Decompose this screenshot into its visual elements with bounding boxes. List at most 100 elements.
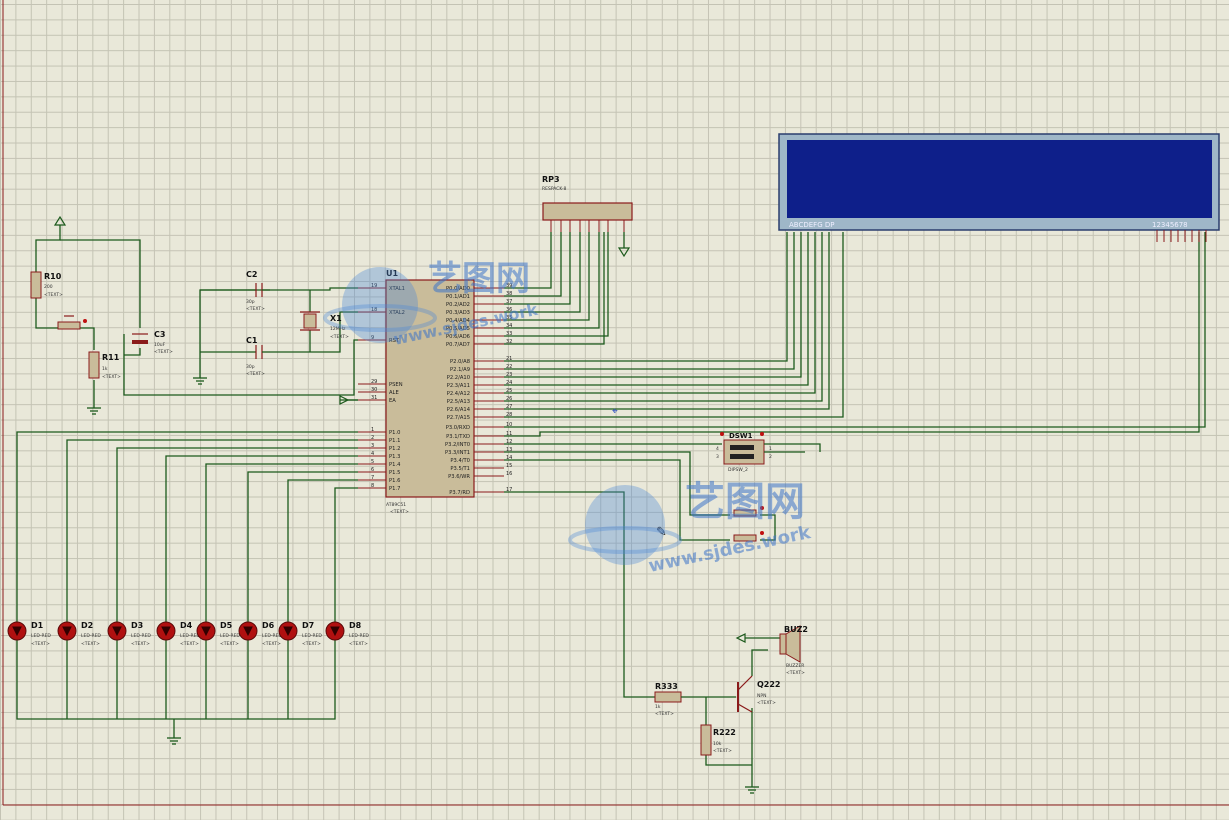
x1-ref: X1	[330, 314, 342, 323]
u1-pin-num: 22	[506, 364, 512, 370]
r222-text: <TEXT>	[713, 748, 732, 754]
rp3-ref: RP3	[542, 175, 560, 184]
led-text: <TEXT>	[31, 641, 50, 647]
u1-pin-label: P3.6/WR	[448, 474, 470, 480]
led-text: <TEXT>	[302, 641, 321, 647]
r11-resistor[interactable]: R11 1k <TEXT>	[88, 351, 121, 380]
u1-pin-num: 10	[506, 422, 512, 428]
diode-icon	[161, 626, 171, 637]
u1-pin-num: 29	[371, 379, 377, 385]
reset-button[interactable]	[57, 315, 87, 330]
buz2-part: BUZZER	[786, 663, 804, 669]
u1-pin-num: 34	[506, 323, 512, 329]
r10-text: <TEXT>	[44, 292, 63, 298]
u1-pin-label: P0.4/AD4	[446, 318, 471, 324]
u1-pin-num: 39	[506, 283, 512, 289]
seven-segment-display[interactable]: ABCDEFG DP 12345678	[778, 133, 1220, 242]
u1-pin-label: P3.2/INT0	[445, 442, 470, 448]
u1-pin-num: 38	[506, 291, 512, 297]
u1-pin-num: 28	[506, 412, 512, 418]
u1-pin-label: P0.5/AD5	[446, 326, 470, 332]
u1-pin-num: 16	[506, 471, 512, 477]
r333-val: 1k	[655, 704, 661, 710]
p0-bus-wires	[504, 232, 625, 345]
c2-val: 30p	[246, 299, 255, 305]
dsw1-dip-switch[interactable]: DSW1 DIPSW_2 4 3 1 2	[716, 432, 772, 473]
u1-pin-label: XTAL1	[389, 286, 405, 292]
dsw1-pin3: 3	[716, 454, 719, 460]
diode-icon	[12, 626, 22, 637]
c2-text: <TEXT>	[246, 306, 265, 312]
u1-pin-label: P2.1/A9	[450, 367, 470, 373]
x1-text: <TEXT>	[330, 334, 349, 340]
u1-pin-label: P1.5	[389, 470, 400, 476]
crosshair-icon: ⌖	[612, 406, 618, 417]
u1-pin-label: EA	[389, 398, 396, 404]
r222-ref: R222	[713, 728, 736, 737]
u1-pin-num: 2	[371, 435, 374, 441]
r333-resistor[interactable]: R333 1k <TEXT>	[654, 682, 682, 717]
rp3-respack[interactable]: RP3 RESPACK-8	[542, 175, 633, 232]
buzzer-power-arrow-icon	[735, 633, 746, 643]
u1-pin-label: P3.3/INT1	[445, 450, 470, 456]
c3-capacitor[interactable]: C3 10uF <TEXT>	[132, 330, 173, 355]
r333-ref: R333	[655, 682, 678, 691]
u1-pin-num: 4	[371, 451, 374, 457]
p3-switch-wires	[504, 443, 821, 698]
u1-pin-num: 17	[506, 487, 512, 493]
u1-pin-num: 18	[371, 307, 377, 313]
q222-ref: Q222	[757, 680, 781, 689]
led-part: LED-RED	[349, 633, 369, 639]
led-text: <TEXT>	[131, 641, 150, 647]
u1-pin-label: P0.0/AD0	[446, 286, 470, 292]
u1-pin-label: P3.4/T0	[450, 458, 470, 464]
led-part: LED-RED	[81, 633, 101, 639]
led-ref: D3	[131, 621, 143, 630]
rp3-pins	[550, 220, 625, 232]
r10-val: 200	[44, 284, 53, 290]
u1-pin-label: P0.2/AD2	[446, 302, 470, 308]
push-button-k1[interactable]	[733, 506, 764, 517]
r10-resistor[interactable]: R10 200 <TEXT>	[30, 271, 63, 299]
c2-capacitor[interactable]: C2 30p <TEXT>	[246, 270, 270, 312]
p2-display-wires	[504, 232, 1206, 437]
buz2-buzzer[interactable]: BUZ2 BUZZER <TEXT>	[779, 625, 808, 676]
u1-pin-num: 6	[371, 467, 374, 473]
c1-capacitor[interactable]: C1 30p <TEXT>	[246, 336, 270, 377]
u1-pin-num: 12	[506, 439, 512, 445]
q222-transistor[interactable]: Q222 NPN <TEXT>	[737, 675, 781, 713]
ground-icon	[87, 407, 101, 415]
diode-icon	[330, 626, 340, 637]
u1-pin-num: 11	[506, 431, 512, 437]
u1-pin-label: P2.6/A14	[447, 407, 471, 413]
push-button-k2[interactable]	[733, 531, 764, 542]
u1-pin-num: 14	[506, 455, 512, 461]
u1-text: <TEXT>	[390, 509, 409, 515]
led-part: LED-RED	[180, 633, 200, 639]
led-text: <TEXT>	[180, 641, 199, 647]
u1-pin-num: 30	[371, 387, 377, 393]
u1-pin-label: P2.3/A11	[447, 383, 470, 389]
u1-pin-num: 13	[506, 447, 512, 453]
u1-pin-num: 35	[506, 315, 512, 321]
u1-pin-num: 19	[371, 283, 377, 289]
led-text: <TEXT>	[81, 641, 100, 647]
u1-part: AT89C51	[386, 502, 406, 508]
r222-resistor[interactable]: R222 10k <TEXT>	[700, 724, 736, 756]
led-text: <TEXT>	[262, 641, 281, 647]
u1-pin-label: P1.3	[389, 454, 400, 460]
u1-pin-label: P0.6/AD6	[446, 334, 470, 340]
x1-crystal[interactable]: X1 12MHz <TEXT>	[300, 311, 349, 340]
c3-ref: C3	[154, 330, 165, 339]
